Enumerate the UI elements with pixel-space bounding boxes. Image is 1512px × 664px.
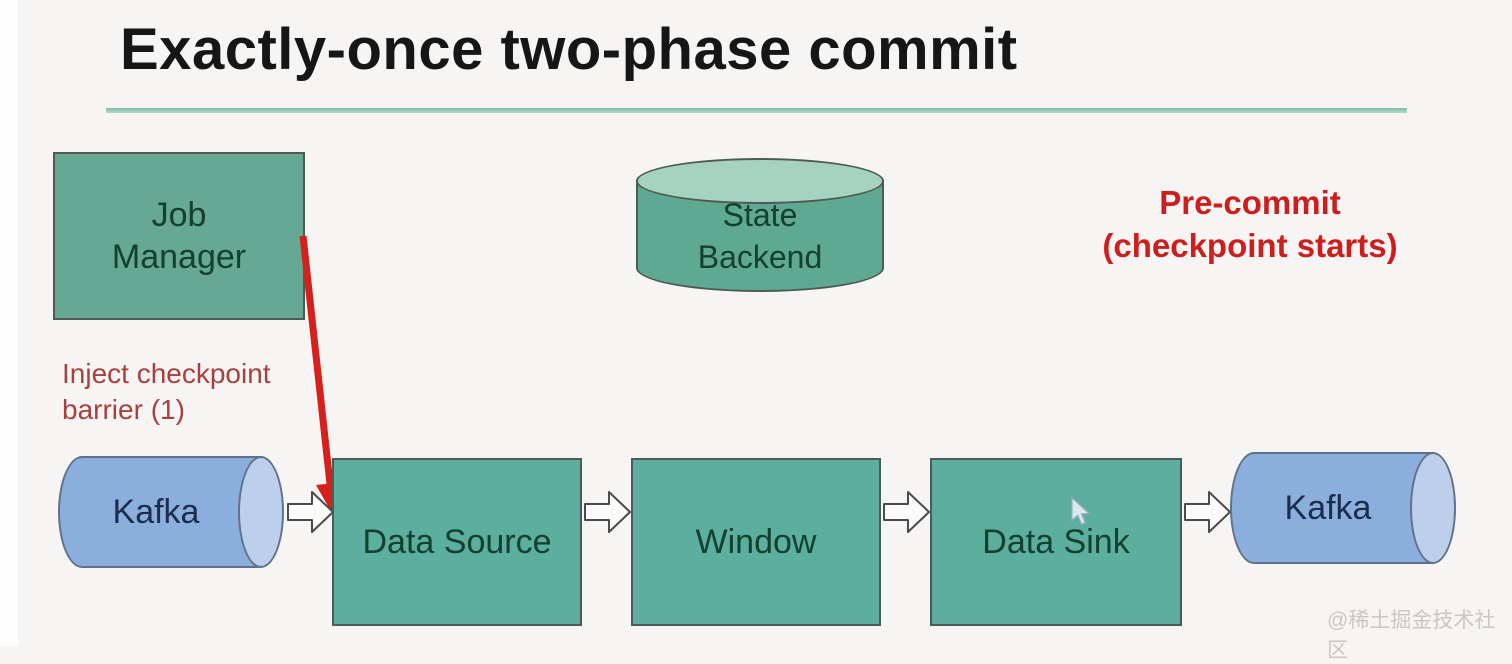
cylinder-top-ellipse	[636, 158, 884, 204]
state-backend-node: State Backend	[636, 158, 884, 292]
kafka-out-node: Kafka	[1230, 452, 1456, 564]
job-manager-label: Job Manager	[111, 195, 247, 277]
left-edge-strip	[0, 0, 18, 646]
cylinder-cap-ellipse	[238, 456, 284, 568]
kafka-in-label: Kafka	[112, 492, 200, 531]
cylinder-cap-ellipse	[1410, 452, 1456, 564]
kafka-in-node: Kafka	[58, 456, 284, 568]
barrier-label: Inject checkpoint barrier (1)	[62, 358, 271, 426]
cylinder-body	[1230, 452, 1434, 564]
data-sink-label: Data Sink	[982, 522, 1130, 561]
cylinder-body	[58, 456, 262, 568]
data-source-label: Data Source	[362, 522, 552, 561]
data-source-node: Data Source	[332, 458, 582, 626]
slide-title: Exactly-once two-phase commit	[120, 17, 1018, 82]
flow-arrow-icon	[883, 491, 930, 533]
watermark: @稀土掘金技术社区	[1327, 609, 1496, 662]
window-node: Window	[631, 458, 881, 626]
job-manager-node: Job Manager	[53, 152, 305, 320]
mouse-cursor-icon	[1071, 496, 1091, 526]
phase-label: Pre-commit (checkpoint starts)	[1102, 184, 1398, 264]
kafka-out-label: Kafka	[1284, 488, 1372, 527]
flow-arrow-icon	[1184, 491, 1231, 533]
title-underline	[106, 108, 1407, 113]
data-sink-node: Data Sink	[930, 458, 1182, 626]
flow-arrow-icon	[287, 491, 334, 533]
flow-arrow-icon	[584, 491, 631, 533]
window-label: Window	[695, 522, 817, 561]
state-backend-label: State Backend	[697, 197, 823, 275]
